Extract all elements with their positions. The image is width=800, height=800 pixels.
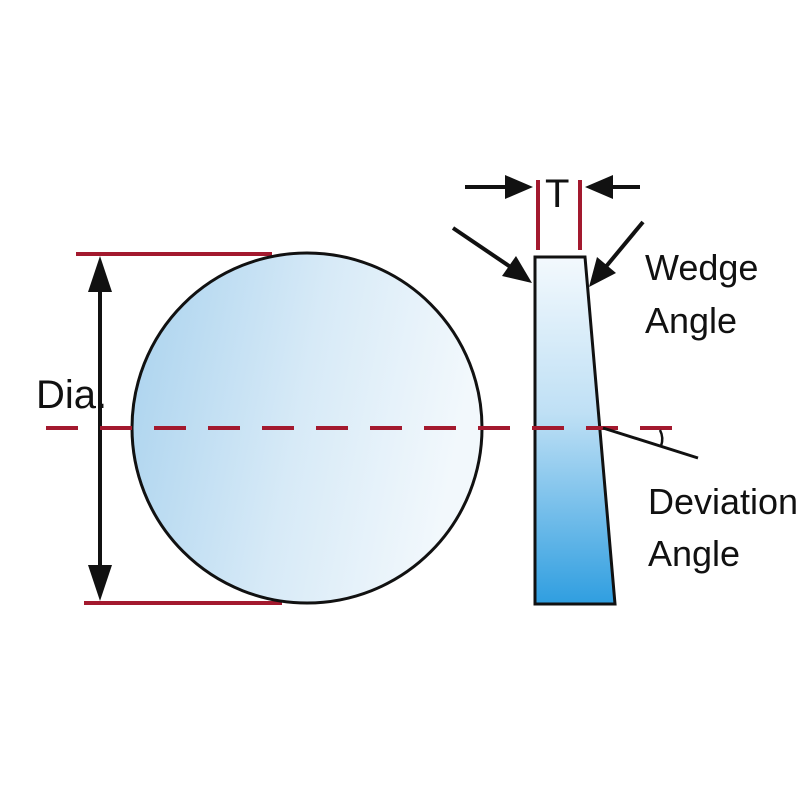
wedge-angle-right-arrow	[602, 220, 645, 271]
diameter-arrow-bottom-head	[88, 565, 112, 601]
wedge-angle-right-arrow-head	[589, 257, 616, 287]
thickness-label: T	[545, 172, 569, 216]
thickness-left-arrow-head	[505, 175, 533, 199]
wedge-angle-label-line2: Angle	[645, 300, 737, 341]
wedge-angle-left-arrow-head	[502, 256, 532, 283]
wedge-angle-label-line1: Wedge	[645, 247, 758, 288]
deviation-angle-label-line2: Angle	[648, 533, 740, 574]
diameter-arrow-top-head	[88, 256, 112, 292]
diameter-label: Dia.	[36, 373, 107, 417]
wedge-angle-left-arrow	[451, 226, 514, 270]
deviated-ray	[602, 426, 699, 460]
deviation-angle-label-line1: Deviation	[648, 481, 798, 522]
wedge-prism	[533, 255, 617, 606]
thickness-right-arrow-head	[585, 175, 613, 199]
deviation-angle-arc	[658, 429, 664, 447]
